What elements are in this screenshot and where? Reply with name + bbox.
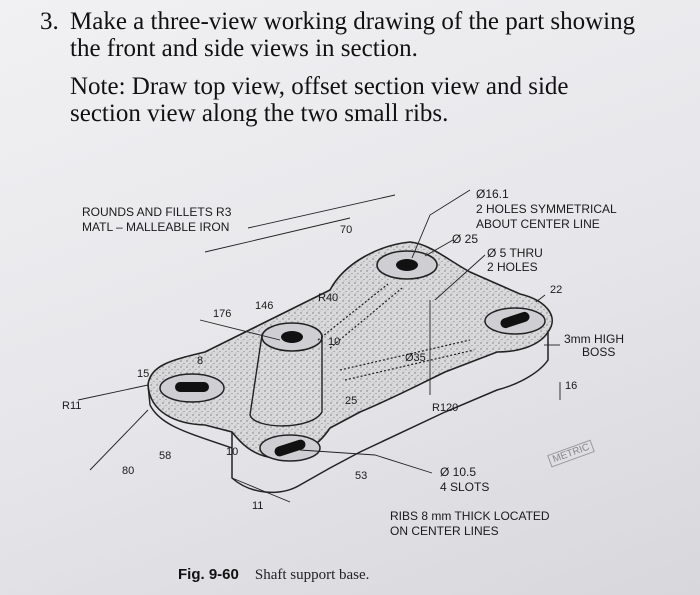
note-counterbore: Ø 25 [452,232,479,246]
dim-176: 176 [213,308,232,320]
center-boss [249,334,323,427]
base-plate [147,241,553,459]
note-ribs: RIBS 8 mm THICK LOCATED [390,509,550,523]
dim-r40: R40 [318,292,339,304]
question-number: 3. [40,8,59,35]
dim-70: 70 [340,224,353,236]
dim-11: 11 [252,500,264,512]
note-material: MATL – MALLEABLE IRON [82,220,230,234]
dim-15: 15 [137,368,150,380]
note-slots: 4 SLOTS [440,480,490,494]
dim-dia35: Ø35 [405,352,426,364]
question-line-4: section view along the two small ribs. [70,100,449,127]
dim-r120: R120 [432,402,459,414]
dim-25: 25 [345,395,358,407]
note-rounds: ROUNDS AND FILLETS R3 [82,205,232,219]
note-thru-holes: 2 HOLES [487,260,538,274]
note-hole-centerline: ABOUT CENTER LINE [476,217,600,231]
slot-left [159,373,225,403]
note-slot-dia: Ø 10.5 [440,465,477,479]
dim-22: 22 [550,284,563,296]
dim-80: 80 [122,465,135,477]
base-plate-edge [231,332,549,494]
dim-146: 146 [255,300,274,312]
figure-number: Fig. 9-60 [178,566,239,583]
dim-r11: R11 [62,400,82,412]
question-line-1: Make a three-view working drawing of the… [70,8,636,35]
slot-bottom [259,434,321,462]
note-hole-dia: Ø16.1 [476,187,509,201]
note-thru: Ø 5 THRU [487,246,543,260]
dim-10: 10 [328,336,341,348]
note-ribs-centerline: ON CENTER LINES [390,524,499,538]
note-boss: BOSS [582,345,616,359]
dim-10-lower: 10 [226,446,239,458]
dim-53: 53 [355,470,368,482]
question-line-3: Note: Draw top view, offset section view… [70,73,569,100]
figure-title: Shaft support base. [254,567,370,583]
question-line-2: the front and side views in section. [70,35,418,62]
dim-16: 16 [565,380,578,392]
note-hole-symmetric: 2 HOLES SYMMETRICAL [476,202,617,216]
dim-58: 58 [159,450,172,462]
figure-caption: Fig. 9-60 Shaft support base. [178,566,369,584]
dim-8: 8 [197,355,204,367]
slot-right [484,307,546,335]
note-boss-height: 3mm HIGH [564,332,624,346]
